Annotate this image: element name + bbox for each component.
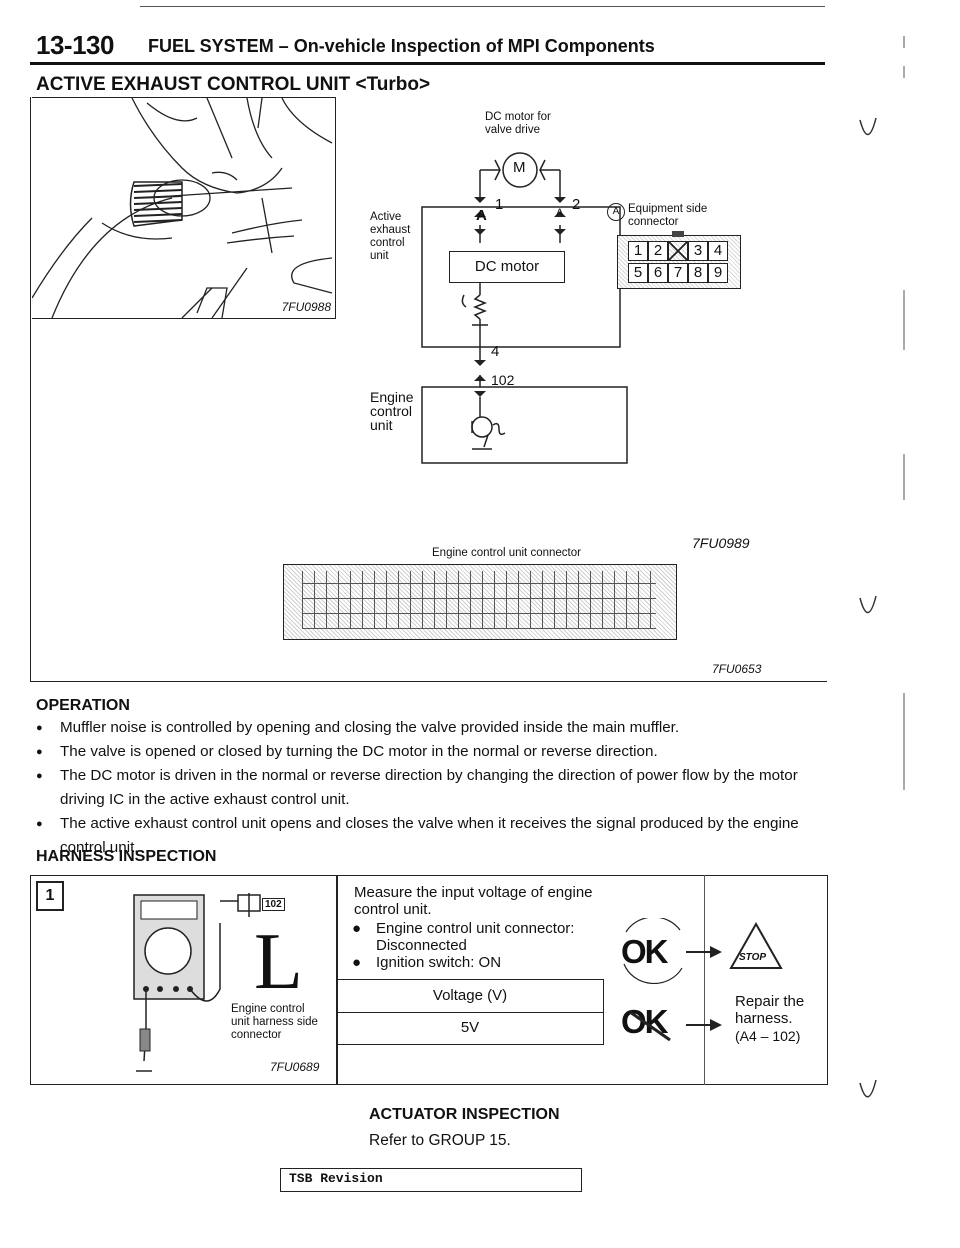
stop-label: STOP [739,952,767,963]
ecu-connector [283,564,677,640]
equipment-pin: 7 [668,263,688,283]
pin-2-label: 2 [572,196,581,213]
operation-list: ●Muffler noise is controlled by opening … [36,716,826,860]
condition-2: ● Ignition switch: ON [352,954,502,971]
photo-code: 7FU0988 [281,300,331,314]
actuator-title: ACTUATOR INSPECTION [369,1106,560,1123]
equipment-pin: 9 [708,263,728,283]
ecu-connector-code: 7FU0653 [712,662,762,676]
pin-4-label: 4 [491,343,500,360]
harness-left-divider [336,875,338,1085]
repair-ref: (A4 – 102) [735,1028,801,1044]
arrow-right-icon [686,946,722,958]
header-rule [30,62,825,65]
equipment-pin: 6 [648,263,668,283]
binding-marks [859,36,905,1098]
connector-big-letter: L [254,918,303,1006]
operation-bullet: ●The active exhaust control unit opens a… [36,815,799,856]
conn-mark-a-left: A [476,207,487,224]
harness-figure-code: 7FU0689 [270,1060,320,1074]
equipment-pin-blank [668,241,688,261]
equipment-pin: 2 [648,241,668,261]
voltage-table: Voltage (V) 5V [337,979,604,1045]
section-title: ACTIVE EXHAUST CONTROL UNIT <Turbo> [36,74,431,95]
component-photo: 7FU0988 [31,97,336,319]
operation-bullet: ●The valve is opened or closed by turnin… [36,743,658,760]
actuator-text: Refer to GROUP 15. [369,1132,511,1149]
harness-title: HARNESS INSPECTION [36,848,217,865]
equipment-pin: 1 [628,241,648,261]
stop-triangle-icon [729,921,783,969]
ok-label: OK [621,933,668,970]
equipment-connector: 1 2 3 4 5 6 7 8 9 [617,231,741,289]
equipment-connector-label: Equipment side connector [628,203,708,228]
voltage-table-header: Voltage (V) [337,980,603,1013]
page-header-title: FUEL SYSTEM – On-vehicle Inspection of M… [148,36,655,56]
dc-motor-box: DC motor [449,251,565,283]
ng-cross-icon [629,1010,671,1042]
voltage-table-value: 5V [460,1019,480,1036]
harness-instruction: Measure the input voltage of engine cont… [354,884,593,918]
engine-unit-label: Engine control unit [370,389,414,433]
connector-tag: 102 [262,898,285,911]
harness-right-divider [704,875,705,1085]
ecu-connector-label: Engine control unit connector [432,547,581,559]
operation-bullet: ●The DC motor is driven in the normal or… [36,767,798,808]
figure-code-circuit: 7FU0989 [692,535,750,551]
motor-symbol: M [513,159,526,176]
header-top-rule [140,6,825,7]
circuit-diagram [421,152,628,464]
active-unit-label: Active exhaust control unit [370,211,411,262]
harness-frame [30,875,828,1085]
exhaust-illustration [31,97,333,319]
equipment-pin: 8 [688,263,708,283]
equipment-pin-row-top: 1 2 3 4 [628,241,728,261]
repair-line-1: Repair the [735,993,805,1010]
equipment-pin: 5 [628,263,648,283]
pin-102-label: 102 [491,372,515,388]
operation-title: OPERATION [36,697,130,714]
connector-caption: Engine control unit harness side connect… [231,1003,318,1041]
repair-line-2: harness. [735,1010,793,1027]
equipment-pin: 3 [688,241,708,261]
tsb-revision-label: TSB Revision [289,1171,383,1186]
ok-circle-icon [623,918,683,984]
motor-label: DC motor for valve drive [485,111,551,136]
operation-bullet: ●Muffler noise is controlled by opening … [36,719,680,736]
multimeter-illustration [133,893,261,1072]
conn-mark-a-right: A [556,207,564,219]
equipment-pin: 4 [708,241,728,261]
figure1-frame [30,97,827,682]
page-number: 13-130 [36,30,114,60]
arrow-right-icon [686,1019,722,1031]
tsb-revision-box: TSB Revision [280,1168,582,1192]
equipment-pin-row-bottom: 5 6 7 8 9 [628,263,728,283]
step-number-box: 1 [36,881,64,911]
condition-1: ● Engine control unit connector: Disconn… [352,920,575,954]
pin-1-label: 1 [495,196,504,213]
equipment-connector-mark: A [607,203,625,221]
